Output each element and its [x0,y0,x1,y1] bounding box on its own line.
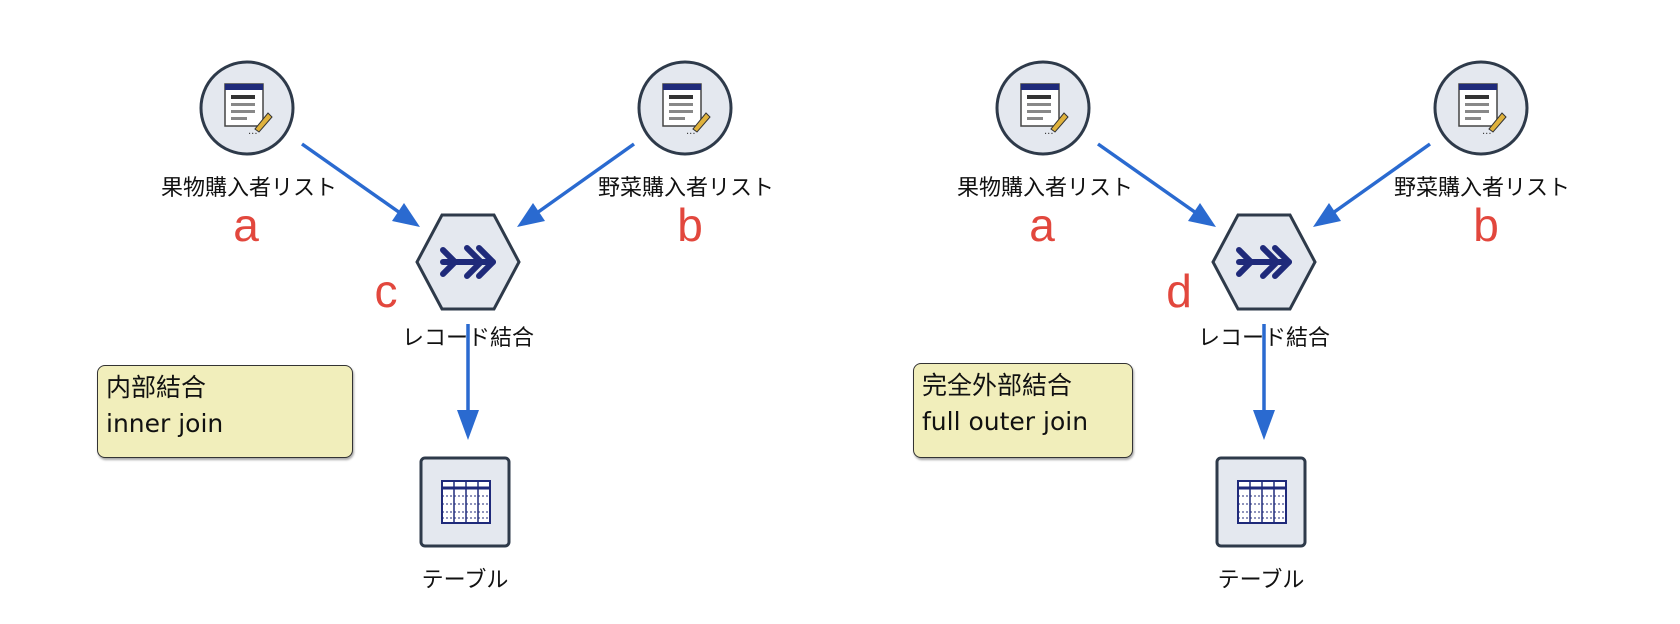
source-node-b[interactable]: ... [1432,59,1530,157]
merge-node[interactable] [413,212,523,312]
svg-text:...: ... [1482,126,1492,137]
letter-a: a [233,199,259,251]
join-type-note: 内部結合 inner join [97,365,353,458]
source-label-b: 野菜購入者リスト [1393,176,1571,201]
table-label: テーブル [421,568,509,593]
arrowhead-b [1313,203,1341,227]
document-icon: ... [662,83,711,137]
arrowhead-a [392,203,420,227]
letter-a: a [1029,199,1055,251]
source-node-b[interactable]: ... [636,59,734,157]
svg-text:...: ... [248,126,258,137]
arrowhead-b [517,203,545,227]
source-node-a[interactable]: ... [994,59,1092,157]
letter-b: b [677,199,703,251]
document-icon: ... [1020,83,1069,137]
note-line-ja: 内部結合 [106,373,207,402]
arrow-b-to-merge [1328,142,1432,217]
flow-full-outer-join: ... 果物購入者リスト a ... 野菜購入者リスト b [796,0,1636,624]
svg-text:...: ... [1044,126,1054,137]
table-icon [441,480,491,524]
note-line-en: inner join [106,409,224,438]
table-node[interactable] [418,455,512,549]
svg-text:...: ... [686,126,696,137]
arrow-b-to-merge [532,142,636,217]
flow-arrows [1096,142,1432,440]
arrow-a-to-merge [1096,142,1201,217]
flow-arrows [300,142,636,440]
note-line-en: full outer join [922,407,1089,436]
join-type-note: 完全外部結合 full outer join [913,363,1133,458]
flow-inner-join: ... 果物購入者リスト a ... 野菜購入者リスト b [97,59,775,593]
merge-label: レコード結合 [1197,326,1331,351]
source-node-a[interactable]: ... [198,59,296,157]
merge-arrow-icon [1236,245,1292,279]
source-label-a: 果物購入者リスト [160,176,338,201]
table-icon [1237,480,1287,524]
arrowhead-a [1188,203,1216,227]
letter-b: b [1473,199,1499,251]
table-node[interactable] [1214,455,1308,549]
merge-arrow-icon [440,245,496,279]
letter-c: c [374,265,398,317]
arrowhead-table [1253,410,1275,440]
source-label-b: 野菜購入者リスト [597,176,775,201]
arrowhead-table [457,410,479,440]
merge-label: レコード結合 [401,326,535,351]
document-icon: ... [1458,83,1507,137]
merge-node[interactable] [1209,212,1319,312]
document-icon: ... [224,83,273,137]
table-label: テーブル [1217,568,1305,593]
letter-d: d [1166,265,1192,317]
note-line-ja: 完全外部結合 [922,371,1073,400]
source-label-a: 果物購入者リスト [956,176,1134,201]
arrow-a-to-merge [300,142,405,217]
